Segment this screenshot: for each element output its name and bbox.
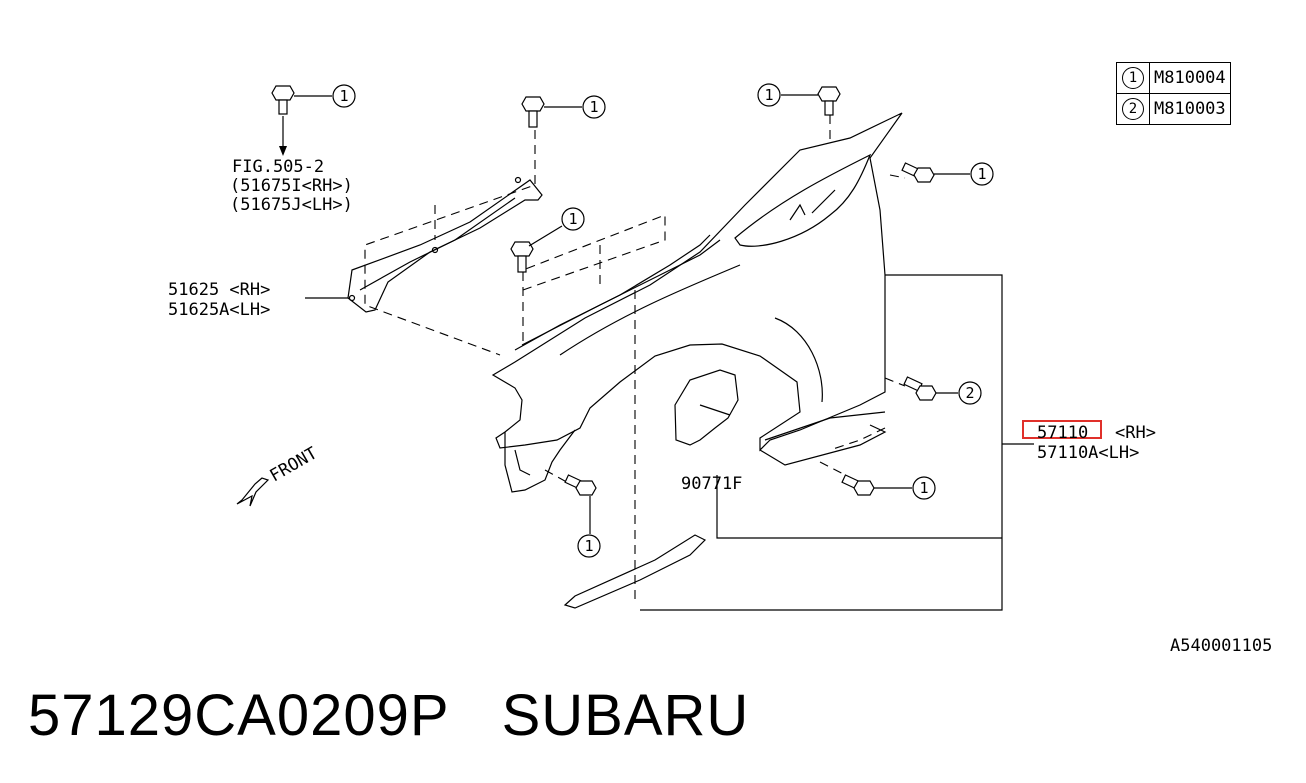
part-number: 57129CA0209P — [28, 683, 450, 748]
clip-label[interactable]: 90771F — [681, 474, 742, 494]
bolt-middle — [510, 225, 563, 273]
reference-box — [640, 274, 1034, 611]
bolt-top-left — [271, 85, 332, 156]
svg-text:1: 1 — [919, 479, 928, 497]
svg-text:1: 1 — [584, 537, 593, 555]
fender-lh-label[interactable]: 57110A<LH> — [1037, 443, 1139, 463]
front-indicator: FRONT — [236, 443, 321, 507]
bracket-rh-label: 51625 <RH> — [168, 280, 270, 300]
bracket-lh-label: 51625A<LH> — [168, 300, 270, 320]
brand-name: SUBARU — [501, 683, 750, 748]
figure-code: A540001105 — [1170, 636, 1273, 656]
bolt-bottom-left — [564, 474, 597, 534]
fender-rh-number[interactable]: 57110 — [1037, 423, 1088, 443]
callout-1-bracket: 1 — [582, 95, 606, 119]
highlight-box — [1022, 420, 1102, 439]
fender-rh-side: <RH> — [1115, 423, 1156, 443]
legend-code[interactable]: M810004 — [1149, 62, 1231, 94]
legend-row: 1 M810004 — [1116, 62, 1231, 94]
fig-ref-rh-label: (51675I<RH>) — [230, 176, 353, 196]
bolt-bottom-center — [841, 474, 912, 496]
callout-2-right-lower: 2 — [958, 381, 982, 405]
legend-table: 1 M810004 2 M810003 — [1116, 62, 1231, 125]
bolt-bracket — [521, 96, 582, 128]
parts-diagram: 1 1 1 1 1 2 1 1 FIG.505-2 (51675I<RH>) (… — [168, 83, 1156, 611]
bolt-fender-top — [781, 86, 841, 116]
page-title: 57129CA0209P SUBARU — [28, 682, 801, 749]
legend-num: 1 — [1122, 67, 1144, 89]
bracket-51625 — [347, 176, 543, 313]
callout-1-bottom-left: 1 — [577, 534, 601, 558]
svg-text:1: 1 — [568, 210, 577, 228]
bolt-right-lower — [903, 376, 958, 401]
fig-ref-lh-label: (51675J<LH>) — [230, 195, 353, 215]
callout-1-bottom-center: 1 — [912, 476, 936, 500]
svg-text:1: 1 — [977, 165, 986, 183]
callout-1-right-upper: 1 — [970, 162, 994, 186]
fender — [491, 112, 903, 609]
callout-1-top-left: 1 — [332, 84, 356, 108]
callout-1-middle: 1 — [561, 207, 585, 231]
fig-ref-label: FIG.505-2 — [232, 157, 324, 177]
svg-text:2: 2 — [965, 384, 974, 402]
legend-code[interactable]: M810003 — [1149, 93, 1231, 125]
assembly-dash-lines — [364, 115, 906, 600]
svg-text:1: 1 — [339, 87, 348, 105]
callout-1-fender-top: 1 — [757, 83, 781, 107]
legend-num: 2 — [1122, 98, 1144, 120]
svg-text:1: 1 — [589, 98, 598, 116]
svg-text:1: 1 — [764, 86, 773, 104]
front-label: FRONT — [267, 443, 321, 486]
legend-row: 2 M810003 — [1116, 93, 1231, 125]
bolt-right-upper — [901, 162, 970, 183]
